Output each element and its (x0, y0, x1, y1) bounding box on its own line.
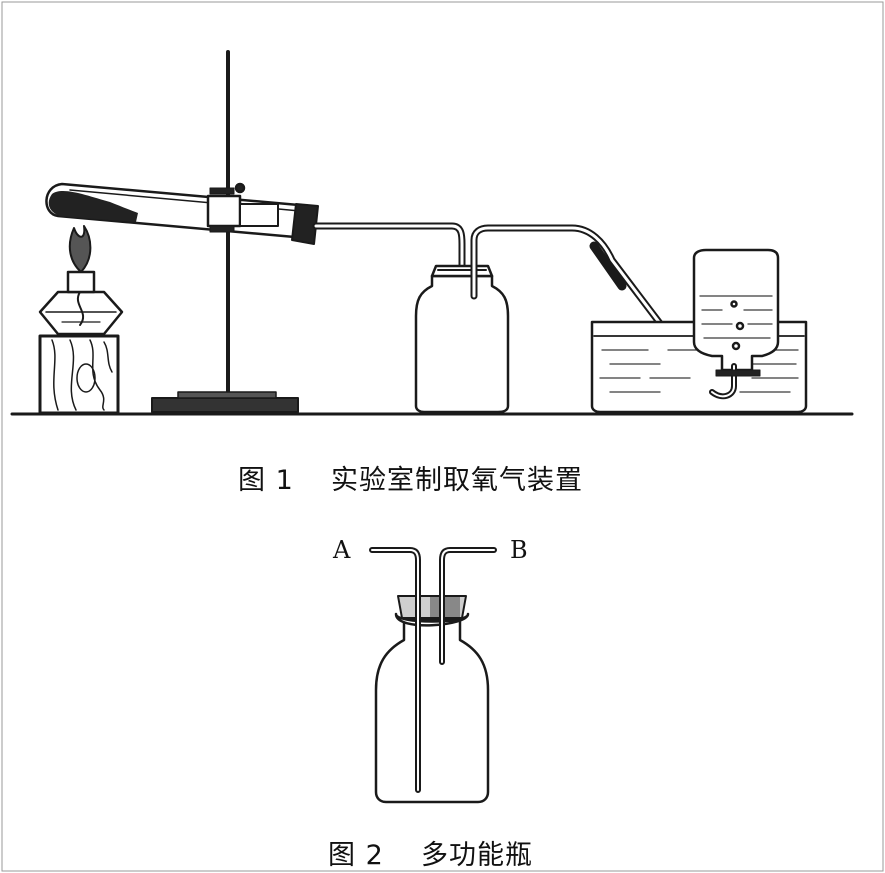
rubber-stopper (291, 203, 319, 245)
wash-bottle (414, 224, 716, 414)
figure-1 (10, 50, 854, 416)
alcohol-lamp (38, 225, 124, 336)
flame (68, 225, 92, 273)
iron-stand (151, 50, 299, 413)
figure-1-number: 图 1 (238, 465, 294, 496)
tube-b-label: B (510, 536, 528, 564)
reagent-solid (48, 191, 138, 222)
water-trough (590, 248, 808, 414)
clamp (206, 194, 242, 228)
tube-a-label: A (333, 536, 351, 564)
figure-2-number: 图 2 (328, 840, 384, 871)
figure-2-bottle (369, 547, 497, 804)
figure-2-caption: 图 2 多功能瓶 (328, 833, 533, 872)
figure-1-caption: 图 1 实验室制取氧气装置 (238, 458, 583, 497)
collecting-bottle (692, 248, 780, 372)
wooden-block (38, 334, 120, 415)
figure-2-title: 多功能瓶 (420, 840, 533, 871)
figure-1-title: 实验室制取氧气装置 (330, 465, 583, 496)
